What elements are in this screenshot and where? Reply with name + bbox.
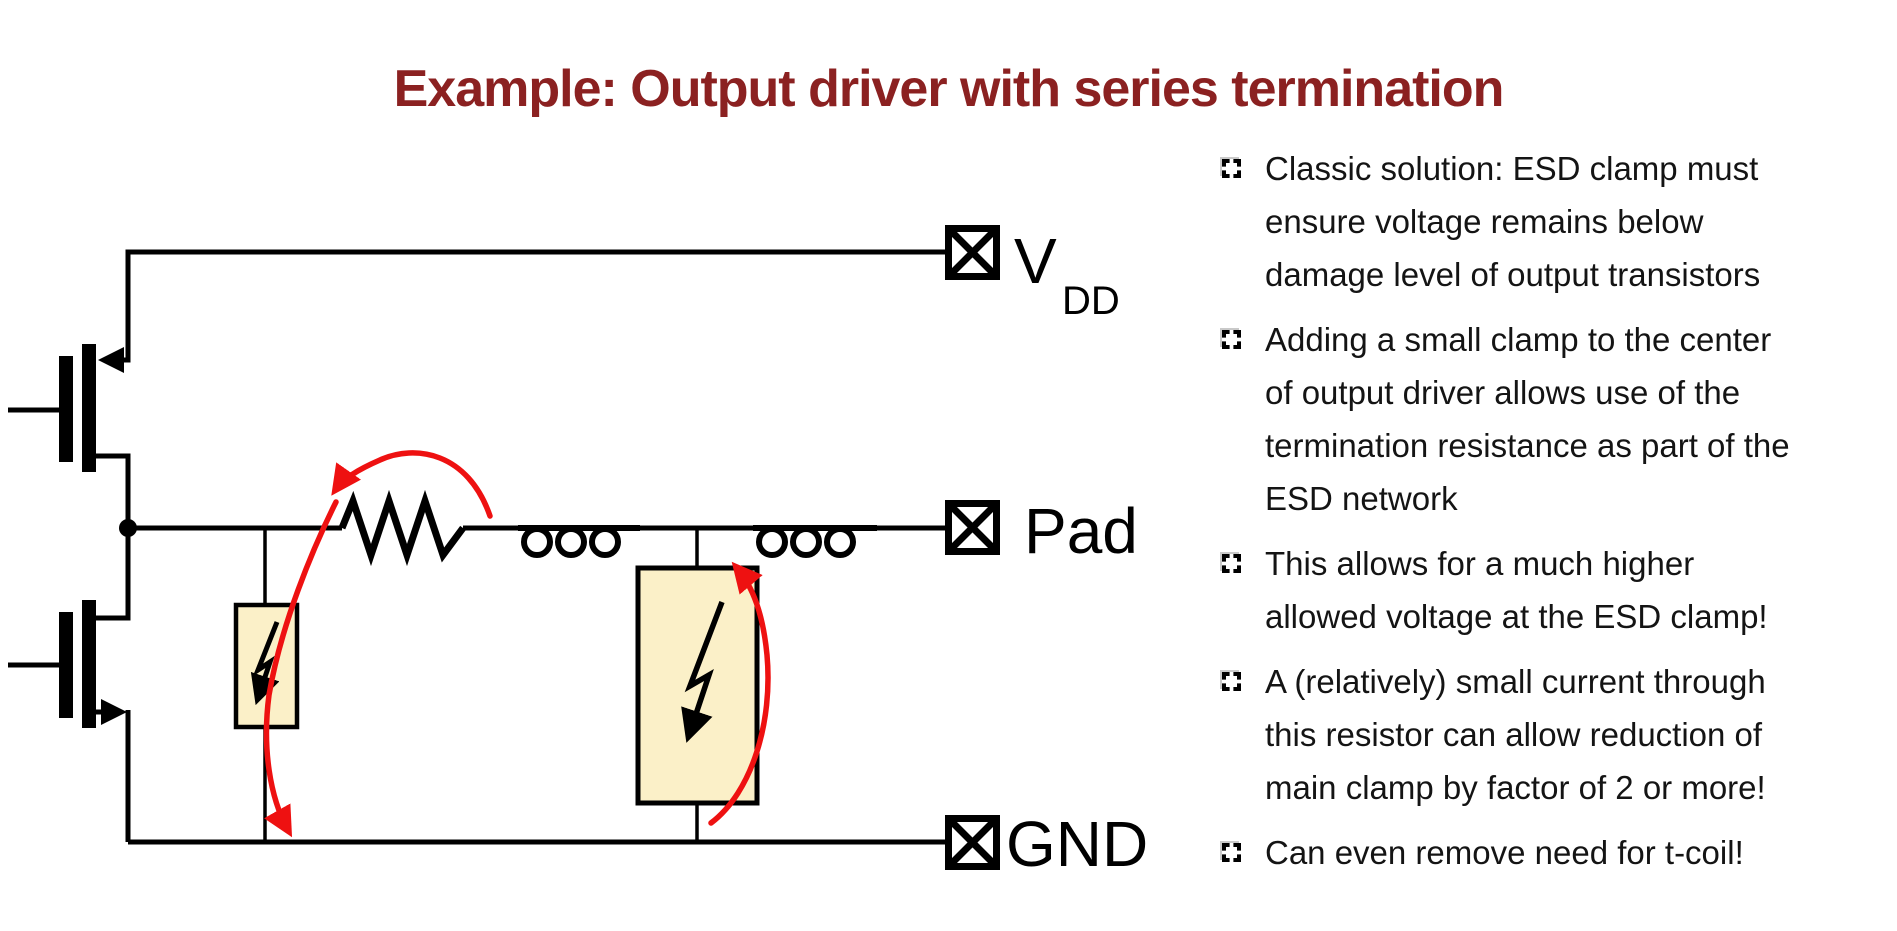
t-coil-inductor-left [518,525,640,558]
bullet-line: main clamp by factor of 2 or more! [1265,769,1766,806]
main-esd-clamp [635,528,760,842]
lightning-bolt-icon [250,621,280,706]
vdd-pad-icon [949,229,997,277]
gnd-label: GND [1006,808,1148,880]
bullet-text: Adding a small clamp to the center of ou… [1265,313,1790,525]
dashed-square-bullet-icon [1222,330,1241,349]
inductor-loop-icon [555,526,587,558]
bullet-text: Can even remove need for t-coil! [1265,826,1744,879]
inductor-loop-icon [790,526,822,558]
small-center-clamp [233,528,300,842]
esd-current-arrow-resistor [331,450,493,519]
bullet-line: Adding a small clamp to the center [1265,321,1772,358]
vdd-subscript: DD [1062,279,1120,323]
bullet-line: A (relatively) small current through [1265,663,1766,700]
list-item: Classic solution: ESD clamp must ensure … [1222,142,1890,301]
bullet-text: A (relatively) small current through thi… [1265,655,1766,814]
bullet-line: of output driver allows use of the [1265,374,1741,411]
pmos-output-transistor [8,344,131,524]
inductor-loop-icon [824,526,856,558]
pmos-gate-bar [59,356,73,462]
circuit-diagram: V DD Pad GND [8,225,1148,880]
nmos-source-arrow-icon [101,699,127,725]
esd-current-arrow-small-clamp [263,499,339,838]
nmos-channel-bar [82,600,96,728]
termination-resistor [338,489,466,567]
dashed-square-bullet-icon [1222,554,1241,573]
bullet-line: ensure voltage remains below [1265,203,1704,240]
lightning-bolt-icon [681,601,725,743]
list-item: Adding a small clamp to the center of ou… [1222,313,1890,525]
pad-pad-icon [949,504,997,552]
list-item: Can even remove need for t-coil! [1222,826,1890,879]
bullet-line: damage level of output transistors [1265,256,1761,293]
dashed-square-bullet-icon [1222,843,1241,862]
bullet-line: termination resistance as part of the [1265,427,1790,464]
bullet-line: allowed voltage at the ESD clamp! [1265,598,1768,635]
main-clamp-box [635,565,760,806]
vdd-rail-wire [104,249,945,363]
pmos-channel-bar [82,344,96,472]
vdd-label: V [1014,225,1057,297]
pmos-source-arrow-icon [98,347,124,373]
list-item: A (relatively) small current through thi… [1222,655,1890,814]
bullet-line: Can even remove need for t-coil! [1265,834,1744,871]
bullet-list: Classic solution: ESD clamp must ensure … [1222,142,1890,891]
list-item: This allows for a much higher allowed vo… [1222,537,1890,643]
dashed-square-bullet-icon [1222,672,1241,691]
nmos-output-transistor [8,528,131,842]
bullet-line: This allows for a much higher [1265,545,1695,582]
bullet-line: Classic solution: ESD clamp must [1265,150,1759,187]
inductor-loop-icon [756,526,788,558]
bullet-line: ESD network [1265,480,1458,517]
inductor-loop-icon [521,526,553,558]
dashed-square-bullet-icon [1222,159,1241,178]
inductor-loop-icon [589,526,621,558]
page-title: Example: Output driver with series termi… [393,59,1505,118]
t-coil-inductor-right [753,525,877,558]
esd-current-arrows [263,450,771,838]
bullet-line: this resistor can allow reduction of [1265,716,1763,753]
nmos-drain-wire [96,528,131,621]
esd-current-arrow-main-clamp [708,561,771,826]
pmos-drain-wire [96,453,131,524]
bullet-text: This allows for a much higher allowed vo… [1265,537,1768,643]
gnd-pad-icon [949,819,997,867]
bullet-text: Classic solution: ESD clamp must ensure … [1265,142,1760,301]
pad-label: Pad [1024,495,1138,567]
nmos-gate-bar [59,612,73,718]
